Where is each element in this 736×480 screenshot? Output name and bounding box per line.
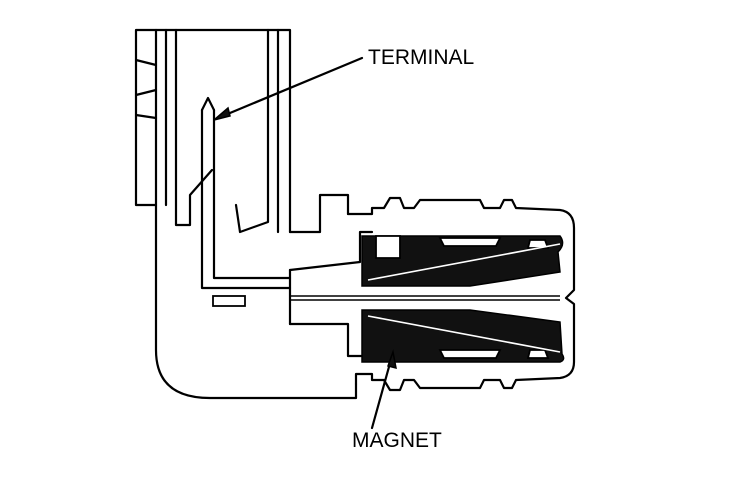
- connector-housing: [134, 28, 358, 400]
- terminal-label: TERMINAL: [368, 46, 474, 69]
- coil-bottom-magnet: [361, 309, 565, 363]
- coil-top: [361, 235, 564, 287]
- terminal-leader: [213, 56, 364, 121]
- sensor-body: [288, 196, 576, 392]
- magnet-leader: [370, 349, 397, 430]
- terminal-pin: [200, 96, 292, 307]
- magnet-label: MAGNET: [352, 429, 442, 452]
